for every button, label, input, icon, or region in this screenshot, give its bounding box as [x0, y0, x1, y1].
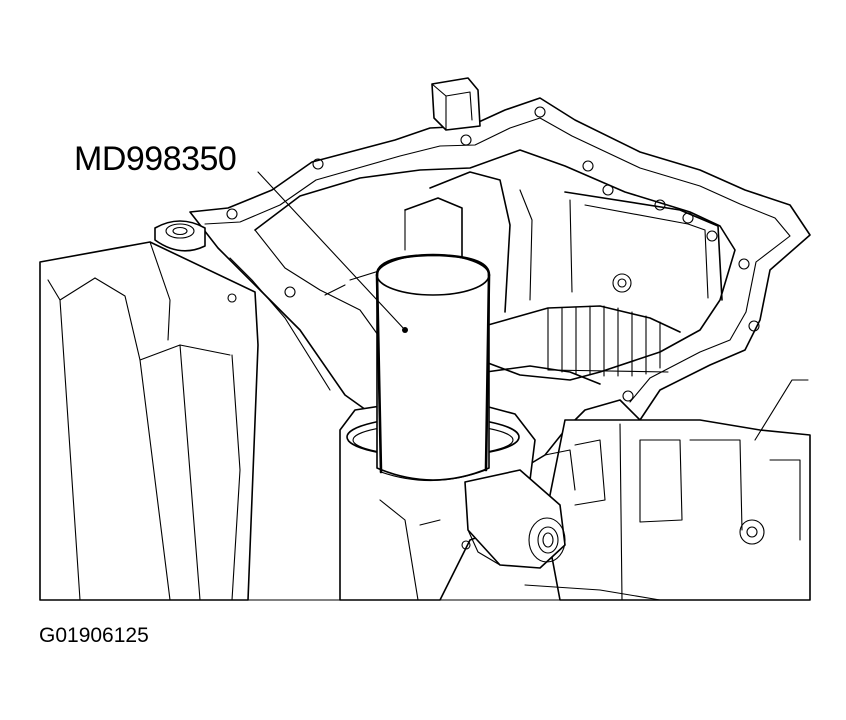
special-tool-cylinder	[375, 253, 491, 482]
case-inner-walls	[324, 171, 723, 385]
case-flange	[189, 97, 811, 471]
flange-bolt-holes	[226, 106, 760, 402]
top-bracket	[431, 77, 481, 131]
case-left-wall	[39, 241, 259, 601]
figure-id-label: G01906125	[39, 624, 149, 647]
tool-part-number-label: MD998350	[74, 140, 237, 178]
boss-top-left	[154, 220, 206, 252]
callout-leader-line	[257, 171, 408, 333]
side-port-boss	[461, 469, 566, 569]
